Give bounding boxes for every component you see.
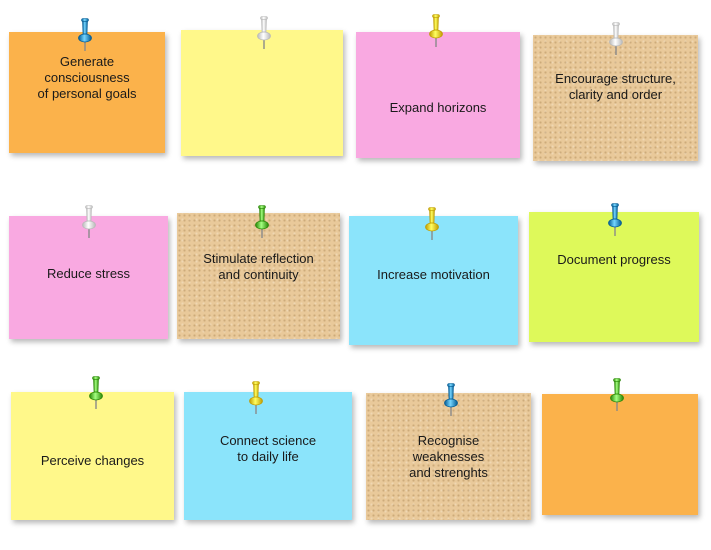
white-pushpin-icon bbox=[608, 22, 624, 56]
white-pushpin-icon bbox=[81, 205, 97, 239]
note-text: Generate consciousness of personal goals bbox=[37, 53, 137, 101]
note-generate-consciousness: Generate consciousness of personal goals bbox=[9, 32, 165, 153]
blue-pushpin-icon bbox=[607, 203, 623, 237]
note-perceive-changes: Perceive changes bbox=[11, 392, 174, 520]
note-text: Stimulate reflection and continuity bbox=[203, 251, 314, 282]
note-text: Encourage structure, clarity and order bbox=[555, 71, 676, 102]
note-stimulate-reflection: Stimulate reflection and continuity bbox=[177, 213, 340, 339]
yellow-pushpin-icon bbox=[424, 207, 440, 241]
green-pushpin-icon bbox=[609, 378, 625, 412]
note-increase-motivation: Increase motivation bbox=[349, 216, 518, 345]
note-text: Recognise weaknesses and strenghts bbox=[409, 433, 488, 480]
note-blank-orange bbox=[542, 394, 698, 515]
yellow-pushpin-icon bbox=[248, 381, 264, 415]
note-blank-yellow bbox=[181, 30, 343, 156]
note-text: Reduce stress bbox=[46, 265, 131, 281]
white-pushpin-icon bbox=[256, 16, 272, 50]
green-pushpin-icon bbox=[88, 376, 104, 410]
note-document-progress: Document progress bbox=[529, 212, 699, 342]
note-connect-science: Connect science to daily life bbox=[184, 392, 352, 520]
yellow-pushpin-icon bbox=[428, 14, 444, 48]
note-text: Perceive changes bbox=[40, 452, 145, 468]
note-encourage-structure: Encourage structure, clarity and order bbox=[533, 35, 698, 161]
note-expand-horizons: Expand horizons bbox=[356, 32, 520, 158]
note-text: Increase motivation bbox=[377, 266, 490, 282]
note-text: Expand horizons bbox=[389, 100, 487, 115]
note-recognise-weaknesses: Recognise weaknesses and strenghts bbox=[366, 393, 531, 520]
note-text: Document progress bbox=[557, 252, 671, 267]
note-text: Connect science to daily life bbox=[219, 433, 317, 464]
green-pushpin-icon bbox=[254, 205, 270, 239]
blue-pushpin-icon bbox=[443, 383, 459, 417]
blue-pushpin-icon bbox=[77, 18, 93, 52]
